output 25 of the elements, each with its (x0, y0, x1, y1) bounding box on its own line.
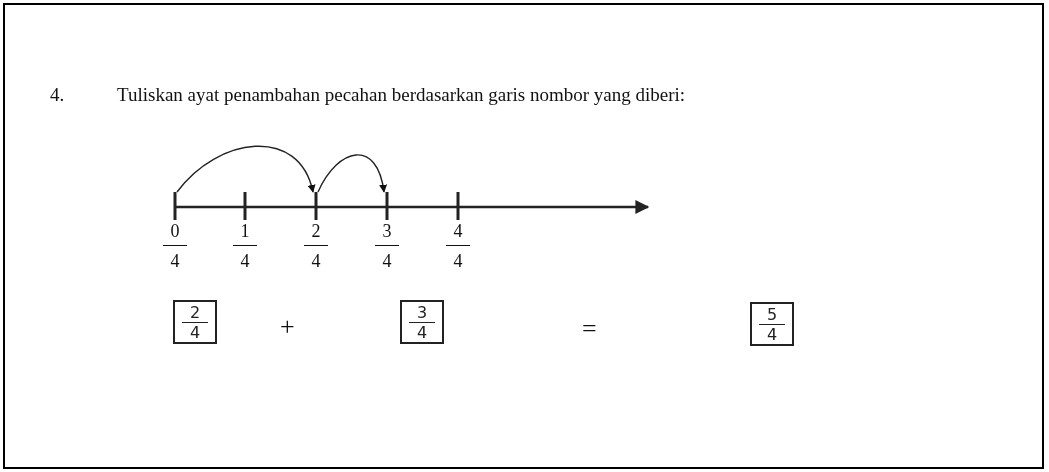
handwritten-denominator: 4 (765, 326, 779, 343)
handwritten-numerator: 3 (409, 304, 435, 323)
answer-box (750, 302, 794, 346)
denominator: 4 (381, 250, 393, 272)
denominator: 4 (310, 250, 322, 272)
numerator: 1 (233, 220, 257, 246)
denominator: 4 (452, 250, 464, 272)
answer-box (173, 300, 217, 344)
question-number: 4. (50, 84, 65, 106)
jump-arrow (317, 154, 387, 193)
equals-sign: = (582, 314, 597, 344)
handwritten-numerator: 5 (759, 306, 785, 325)
numerator: 2 (304, 220, 328, 246)
plus-sign: + (280, 312, 295, 342)
numerator: 0 (163, 220, 187, 246)
instruction-text: Tuliskan ayat penambahan pecahan berdasarkan garis nombor yang diberi: (117, 84, 686, 106)
numerator: 3 (375, 220, 399, 246)
numerator: 4 (446, 220, 470, 246)
jump-arrow (176, 145, 315, 193)
answer-box (400, 300, 444, 344)
denominator: 4 (169, 250, 181, 272)
handwritten-numerator: 2 (182, 304, 208, 323)
denominator: 4 (239, 250, 251, 272)
handwritten-denominator: 4 (415, 324, 429, 341)
handwritten-denominator: 4 (188, 324, 202, 341)
